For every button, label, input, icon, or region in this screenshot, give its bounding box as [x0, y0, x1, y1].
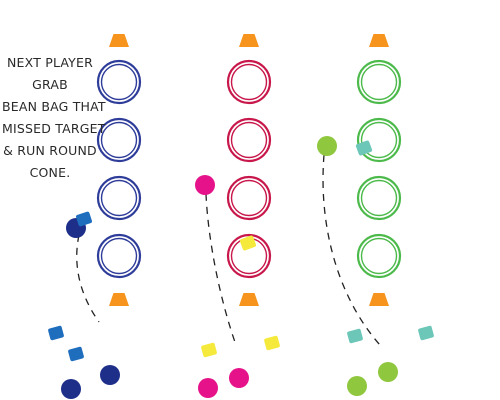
bean-bag-icon: [76, 211, 92, 227]
cone-icon: [369, 34, 389, 47]
player-dot-icon: [229, 368, 249, 388]
ring-target-icon: [360, 237, 398, 275]
ring-target-icon: [226, 117, 272, 163]
cone-icon: [369, 293, 389, 306]
ring-target-icon: [100, 179, 138, 217]
ring-target-icon: [100, 63, 138, 101]
ring-target-icon: [356, 233, 402, 279]
instruction-line: BEAN BAG THAT: [2, 99, 106, 114]
bean-bag-icon: [239, 235, 257, 251]
player-dot-icon: [100, 365, 120, 385]
instruction-line: CONE.: [29, 165, 71, 180]
run-path: [205, 193, 237, 346]
bean-bag-icon: [355, 140, 373, 156]
ring-target-icon: [356, 175, 402, 221]
bean-bag-icon: [68, 346, 84, 362]
ring-target-icon: [100, 121, 138, 159]
ring-target-icon: [360, 179, 398, 217]
player-dot-icon: [198, 378, 218, 398]
ring-target-icon: [230, 63, 268, 101]
ring-target-icon: [226, 59, 272, 105]
ring-target-icon: [360, 63, 398, 101]
ring-target-icon: [230, 121, 268, 159]
player-dot-icon: [317, 136, 337, 156]
ring-target-icon: [360, 121, 398, 159]
instruction-line: GRAB: [32, 77, 68, 92]
cone-icon: [239, 34, 259, 47]
player-dot-icon: [347, 376, 367, 396]
run-path: [322, 154, 381, 346]
bean-bag-icon: [201, 342, 217, 358]
ring-target-icon: [356, 59, 402, 105]
player-dot-icon: [61, 379, 81, 399]
ring-target-icon: [96, 59, 142, 105]
cone-icon: [109, 34, 129, 47]
cone-icon: [109, 293, 129, 306]
instruction-line: & RUN ROUND: [3, 143, 97, 158]
ring-target-icon: [96, 233, 142, 279]
bean-bag-icon: [418, 325, 434, 341]
cone-icon: [239, 293, 259, 306]
bean-bag-icon: [48, 325, 64, 341]
instruction-line: MISSED TARGET: [2, 121, 106, 136]
ring-target-icon: [96, 117, 142, 163]
ring-target-icon: [356, 117, 402, 163]
ring-target-icon: [226, 233, 272, 279]
player-dot-icon: [195, 175, 215, 195]
instruction-text: NEXT PLAYER GRAB BEAN BAG THAT MISSED TA…: [2, 52, 106, 184]
ring-target-icon: [96, 175, 142, 221]
player-dot-icon: [378, 362, 398, 382]
bean-bag-icon: [264, 335, 280, 351]
ring-target-icon: [226, 175, 272, 221]
run-path: [76, 234, 100, 323]
ring-target-icon: [230, 179, 268, 217]
instruction-line: NEXT PLAYER: [7, 55, 93, 70]
ring-target-icon: [100, 237, 138, 275]
bean-bag-icon: [347, 328, 363, 344]
